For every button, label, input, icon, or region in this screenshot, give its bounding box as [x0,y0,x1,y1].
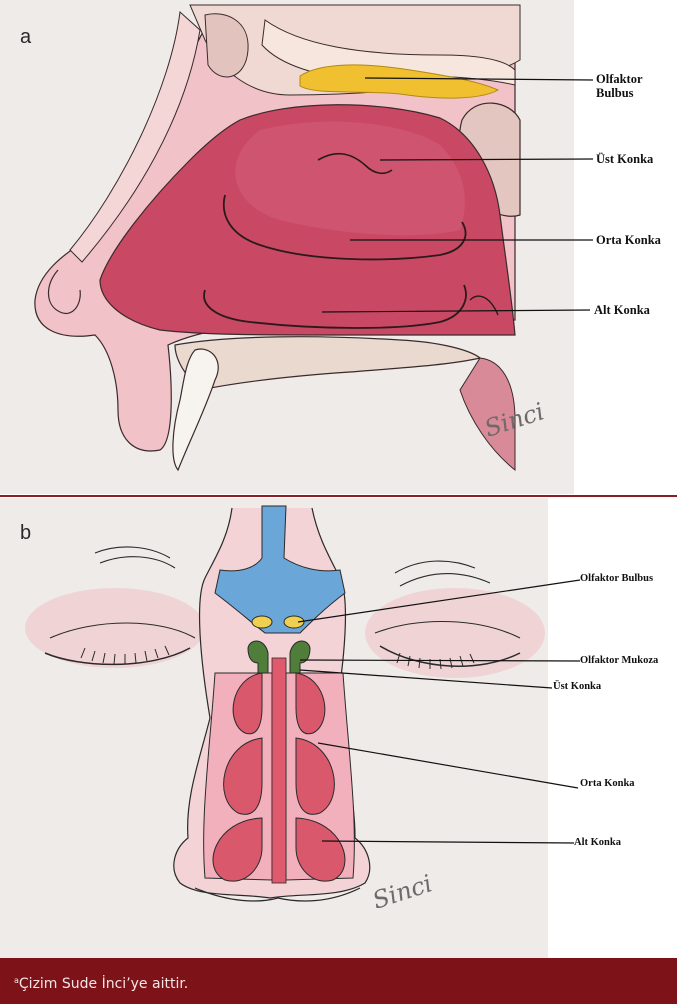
frontal-nose-illustration [0,498,677,958]
label-superior-concha-a: Üst Konka [596,152,653,166]
panel-a-letter: a [20,26,31,49]
panel-divider [0,495,677,497]
label-olfactory-bulb-a-line2: Bulbus [596,86,643,100]
label-olfactory-mucosa-b: Olfaktor Mukoza [580,655,658,667]
panel-a-sagittal: a Olfaktor Bulbus Üst Konka Orta Konka A… [0,0,677,494]
figure-caption-bar: aÇizim Sude İnci’ye aittir. [0,958,677,1004]
label-olfactory-bulb-a: Olfaktor Bulbus [596,72,643,100]
caption-text: Çizim Sude İnci’ye aittir. [19,976,188,992]
label-inferior-concha-b: Alt Konka [574,837,621,849]
label-olfactory-bulb-a-line1: Olfaktor [596,72,643,86]
panel-b-letter: b [20,522,31,545]
label-middle-concha-a: Orta Konka [596,233,661,247]
label-superior-concha-b: Üst Konka [553,681,601,693]
figure-caption: aÇizim Sude İnci’ye aittir. [14,976,188,992]
panel-b-frontal: b Olfaktor Bulbus Olfaktor Mukoza Üst Ko… [0,498,677,958]
label-olfactory-bulb-b: Olfaktor Bulbus [580,573,653,585]
sagittal-nose-illustration [0,0,677,494]
label-inferior-concha-a: Alt Konka [594,303,650,317]
label-middle-concha-b: Orta Konka [580,778,635,790]
